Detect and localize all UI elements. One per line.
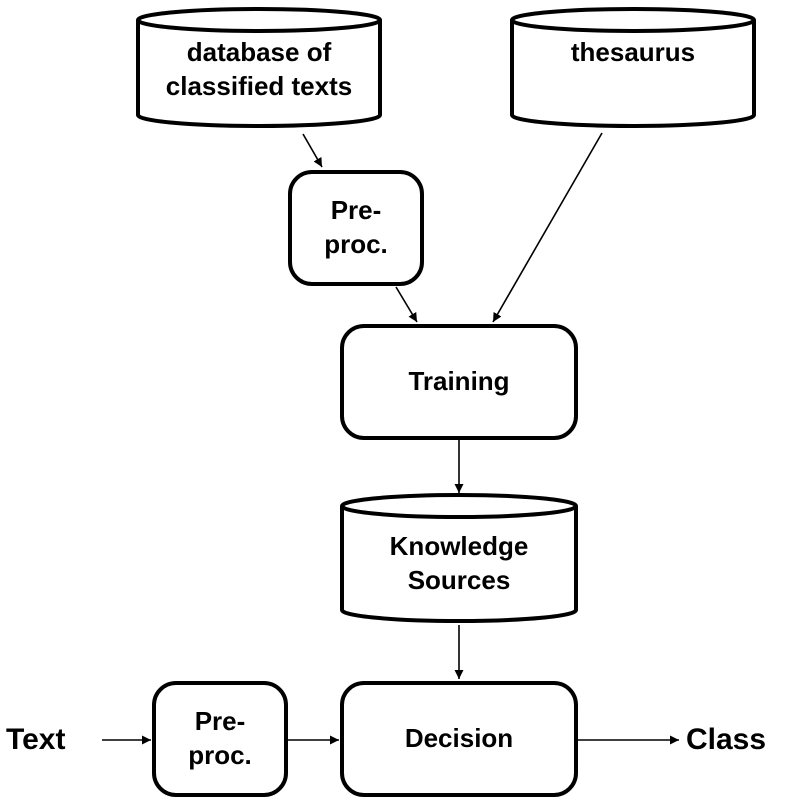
database-label: database of classified texts bbox=[138, 36, 380, 104]
preproc-top-node bbox=[288, 170, 424, 286]
decision-node bbox=[340, 681, 578, 797]
decision-label-line-1: Decision bbox=[404, 723, 514, 753]
database-label-line-1: database of bbox=[186, 37, 332, 67]
edge-database-to-preproc bbox=[302, 133, 323, 168]
thesaurus-label: thesaurus bbox=[512, 36, 754, 70]
knowledge-label: Knowledge Sources bbox=[342, 530, 576, 598]
decision-label: Decision bbox=[342, 722, 576, 756]
preproc-top-label-line-2: proc. bbox=[324, 228, 388, 259]
edge-thesaurus-to-training bbox=[492, 132, 603, 323]
output-class-label: Class bbox=[686, 720, 786, 759]
thesaurus-label-line-1: thesaurus bbox=[570, 37, 696, 67]
database-node bbox=[136, 7, 382, 128]
preproc-bottom-label-line-2: proc. bbox=[188, 739, 252, 770]
preproc-bottom-node bbox=[152, 681, 288, 797]
database-label-line-2: classified texts bbox=[165, 70, 353, 101]
knowledge-label-line-1: Knowledge bbox=[389, 531, 529, 561]
input-text-label: Text bbox=[6, 720, 80, 759]
preproc-top-label: Pre- proc. bbox=[290, 194, 422, 262]
preproc-bottom-label-line-1: Pre- bbox=[194, 706, 246, 736]
input-text-label-line-1: Text bbox=[6, 723, 66, 756]
knowledge-node bbox=[340, 493, 578, 623]
training-label: Training bbox=[342, 365, 576, 399]
edge-preproc-to-training bbox=[395, 286, 418, 323]
knowledge-label-line-2: Sources bbox=[407, 564, 511, 595]
training-node bbox=[340, 324, 578, 440]
training-label-line-1: Training bbox=[408, 366, 510, 396]
thesaurus-node bbox=[510, 7, 756, 128]
preproc-bottom-label: Pre- proc. bbox=[154, 705, 286, 773]
preproc-top-label-line-1: Pre- bbox=[330, 195, 382, 225]
output-class-label-line-1: Class bbox=[686, 723, 767, 756]
